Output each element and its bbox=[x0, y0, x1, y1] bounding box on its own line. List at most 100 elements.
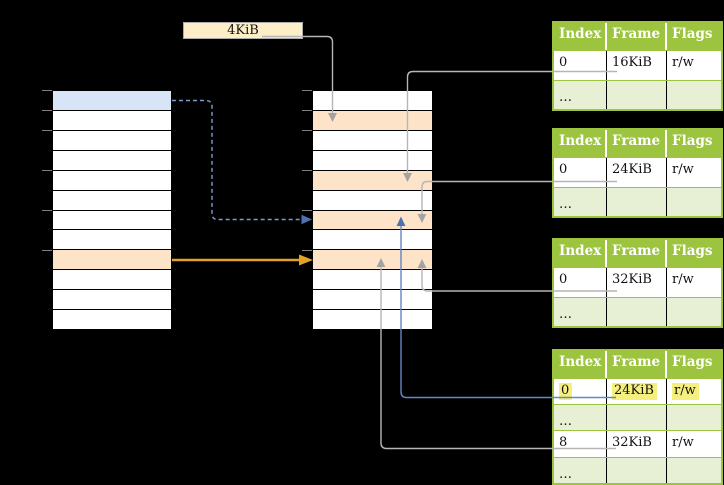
page-table-24kib-r1c1 bbox=[607, 187, 667, 216]
physical-memory-row-0 bbox=[313, 91, 432, 111]
virtual-memory-tick-0 bbox=[42, 89, 52, 91]
virtual-memory-row-8 bbox=[53, 250, 171, 271]
page-table-level1-highlighted-value: 0 bbox=[559, 383, 573, 400]
page-table-level1-row-0: 0 24KiB r/w bbox=[554, 378, 721, 405]
page-table-level1-r1c1 bbox=[607, 405, 667, 431]
page-table-32kib-r0c2: r/w bbox=[672, 272, 694, 287]
page-table-32kib-r0c1: 32KiB bbox=[607, 268, 667, 297]
physical-memory-table bbox=[312, 90, 433, 330]
page-table-level1-r3c2 bbox=[667, 458, 721, 483]
page-table-level1-row-3: … bbox=[554, 456, 721, 483]
virtual-memory-row-7 bbox=[53, 230, 171, 251]
page-table-16kib-r0c2: r/w bbox=[672, 55, 694, 70]
physical-memory-row-3 bbox=[313, 150, 432, 171]
page-table-level1-r2c1: 32KiB bbox=[607, 431, 667, 457]
page-table-16kib-row-1: … bbox=[554, 79, 721, 110]
page-table-32kib-header-flags: Flags bbox=[672, 243, 713, 259]
virtual-memory-row-3 bbox=[53, 150, 171, 171]
physical-memory-tick-4 bbox=[302, 169, 312, 171]
page-table-24kib-header-frame: Frame bbox=[607, 130, 667, 157]
virtual-memory-row-11 bbox=[53, 310, 171, 330]
virtual-memory-row-6 bbox=[53, 210, 171, 231]
page-table-level1-r1c2 bbox=[667, 405, 721, 430]
virtual-memory-tick-6 bbox=[42, 209, 52, 211]
page-table-24kib-r0c0: 0 bbox=[554, 158, 607, 187]
page-table-16kib-r1c2 bbox=[667, 81, 721, 110]
page-table-32kib-header-frame: Frame bbox=[607, 240, 667, 267]
page-table-level1-r0c1: 24KiB bbox=[607, 379, 667, 405]
page-table-32kib-header-index: Index bbox=[554, 240, 607, 267]
virtual-memory-tick-1 bbox=[42, 109, 52, 111]
page-table-24kib-r1c0: … bbox=[554, 187, 607, 216]
page-table-24kib-header-index: Index bbox=[554, 130, 607, 157]
page-table-16kib-r1c0: … bbox=[554, 80, 607, 109]
virtual-memory-row-5 bbox=[53, 190, 171, 211]
arrow-virtual-page8-translation bbox=[172, 254, 313, 266]
virtual-memory-row-2 bbox=[53, 130, 171, 151]
page-table-level1-r2c0: 8 bbox=[554, 431, 607, 457]
page-table-16kib-header-flags: Flags bbox=[672, 26, 713, 42]
page-table-level1-r1c0: … bbox=[554, 405, 607, 431]
page-table-level1-r3c0: … bbox=[554, 457, 607, 483]
page-table-level1-r2c2: r/w bbox=[672, 435, 694, 451]
page-table-level1-r0c2: r/w bbox=[667, 379, 721, 404]
page-table-16kib-header-frame: Frame bbox=[607, 23, 667, 50]
virtual-memory-table bbox=[52, 90, 172, 330]
virtual-memory-tick-4 bbox=[42, 169, 52, 171]
physical-memory-tick-2 bbox=[302, 129, 312, 131]
page-table-24kib-r0c1: 24KiB bbox=[607, 158, 667, 187]
page-table-level1-r0c0: 0 bbox=[554, 379, 607, 405]
page-table-32kib-row-1: … bbox=[554, 296, 721, 326]
virtual-memory-row-4 bbox=[53, 170, 171, 191]
physical-memory-row-1 bbox=[313, 110, 432, 131]
physical-memory-row-9 bbox=[313, 270, 432, 291]
physical-memory-tick-6 bbox=[302, 209, 312, 211]
physical-memory-row-6 bbox=[313, 210, 432, 231]
page-table-24kib-header-flags: Flags bbox=[672, 133, 713, 149]
page-table-level1-highlighted-value: r/w bbox=[672, 383, 699, 400]
page-table-level1-header-index: Index bbox=[554, 351, 607, 378]
physical-memory-tick-0 bbox=[302, 89, 312, 91]
page-table-level1-highlighted-value: 24KiB bbox=[612, 383, 657, 400]
page-table-level1-header-frame: Frame bbox=[607, 351, 667, 378]
page-table-24kib-row-1: … bbox=[554, 186, 721, 217]
page-table-16kib-header-index: Index bbox=[554, 23, 607, 50]
page-size-label: 4KiB bbox=[183, 22, 303, 39]
page-size-text: 4KiB bbox=[227, 23, 259, 38]
arrow-virtual-page0-translation bbox=[172, 99, 312, 225]
page-table-24kib-r0c2: r/w bbox=[672, 162, 694, 177]
page-table-32kib-r0c0: 0 bbox=[554, 268, 607, 297]
physical-memory-row-10 bbox=[313, 290, 432, 311]
physical-memory-tick-8 bbox=[302, 249, 312, 251]
physical-memory-row-7 bbox=[313, 230, 432, 251]
page-table-32kib-r1c0: … bbox=[554, 297, 607, 326]
page-table-16kib-r0c1: 16KiB bbox=[607, 51, 667, 80]
physical-memory-row-8 bbox=[313, 250, 432, 271]
page-table-level1-row-1: … bbox=[554, 404, 721, 431]
page-table-16kib-r1c1 bbox=[607, 80, 667, 109]
physical-memory-row-2 bbox=[313, 130, 432, 151]
physical-memory-tick-1 bbox=[302, 109, 312, 111]
virtual-memory-row-9 bbox=[53, 270, 171, 291]
page-table-24kib-r1c2 bbox=[667, 188, 721, 217]
virtual-memory-tick-2 bbox=[42, 129, 52, 131]
virtual-memory-tick-8 bbox=[42, 249, 52, 251]
page-table-16kib-r0c0: 0 bbox=[554, 51, 607, 80]
page-table-level1-header-flags: Flags bbox=[672, 354, 713, 370]
physical-memory-row-11 bbox=[313, 310, 432, 330]
virtual-memory-row-0 bbox=[53, 91, 171, 111]
physical-memory-row-5 bbox=[313, 190, 432, 211]
